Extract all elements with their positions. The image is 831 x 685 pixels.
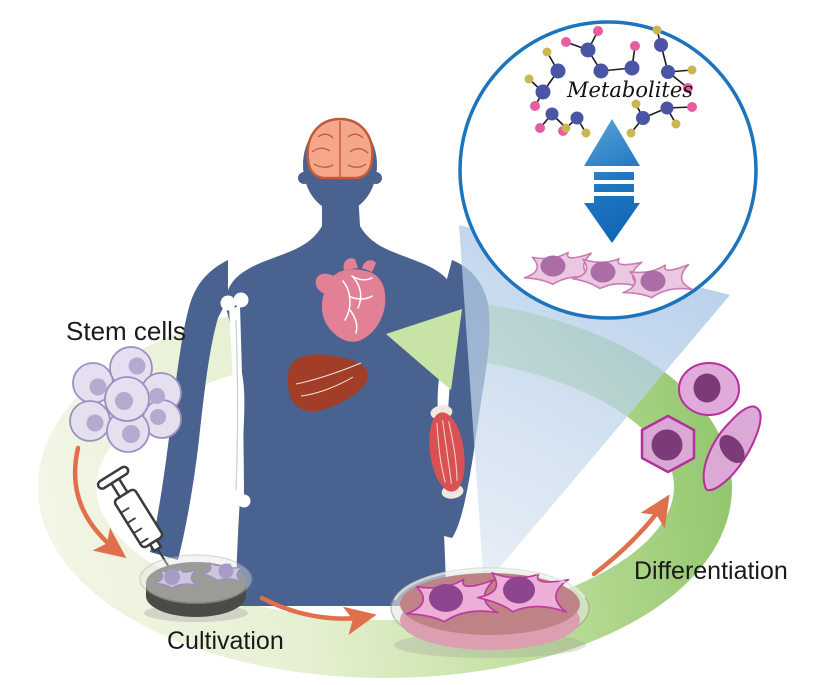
flow-arrows bbox=[72, 445, 670, 635]
differentiated-cells bbox=[640, 362, 762, 492]
differentiation-label: Differentiation bbox=[634, 557, 788, 585]
left-arm bbox=[150, 260, 228, 560]
arrow-dish-to-differentiation bbox=[591, 494, 670, 577]
cultivation-label: Cultivation bbox=[167, 627, 284, 655]
metabolite-molecules bbox=[524, 25, 697, 138]
cycle-arrowhead bbox=[386, 309, 462, 390]
petri-dish-cultivation bbox=[139, 554, 253, 622]
stem-cell-cluster bbox=[69, 346, 182, 453]
magnified-cells bbox=[522, 250, 694, 302]
arrow-cultivation-to-dish bbox=[259, 595, 377, 635]
brain-icon bbox=[306, 117, 374, 180]
magnifier-circle bbox=[458, 20, 758, 320]
muscle-icon bbox=[429, 405, 465, 499]
liver-icon bbox=[287, 354, 369, 412]
petri-dish-main bbox=[390, 567, 590, 658]
metabolites-label: Metabolites bbox=[566, 78, 693, 102]
heart-icon bbox=[315, 258, 386, 342]
stem-cells-label: Stem cells bbox=[66, 316, 186, 346]
bone-icon bbox=[220, 292, 251, 512]
magnifier-cone bbox=[459, 225, 730, 586]
exchange-arrow-icon bbox=[584, 119, 640, 243]
arrow-stemcells-to-cultivation bbox=[72, 445, 127, 559]
